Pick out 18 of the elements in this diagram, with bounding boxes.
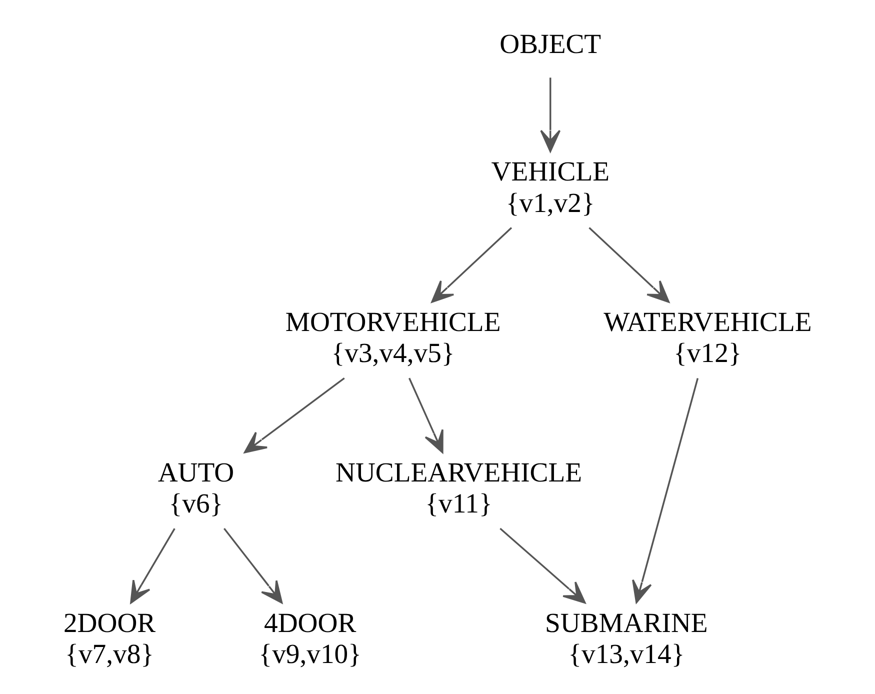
node-text: WATERVEHICLE {v12} — [603, 306, 812, 368]
node-text: 4DOOR {v9,v10} — [258, 606, 361, 669]
arrow — [243, 377, 344, 454]
node-text: MOTORVEHICLE {v3,v4,v5} — [284, 306, 500, 368]
node-text: VEHICLE {v1,v2} — [490, 156, 609, 218]
node-text: 2DOOR {v7,v8} — [62, 606, 156, 669]
arrow — [408, 378, 443, 454]
arrow — [499, 528, 586, 604]
node-text: NUCLEARVEHICLE {v11} — [334, 456, 582, 519]
node-text: AUTO {v6} — [157, 456, 234, 519]
arrow — [588, 227, 670, 303]
arrow — [632, 378, 698, 604]
node-text: OBJECT — [499, 28, 601, 59]
arrow — [130, 528, 175, 604]
arrow — [430, 227, 512, 303]
node-text: SUBMARINE {v13,v14} — [544, 606, 708, 669]
arrow — [540, 78, 560, 152]
arrow — [223, 528, 282, 604]
